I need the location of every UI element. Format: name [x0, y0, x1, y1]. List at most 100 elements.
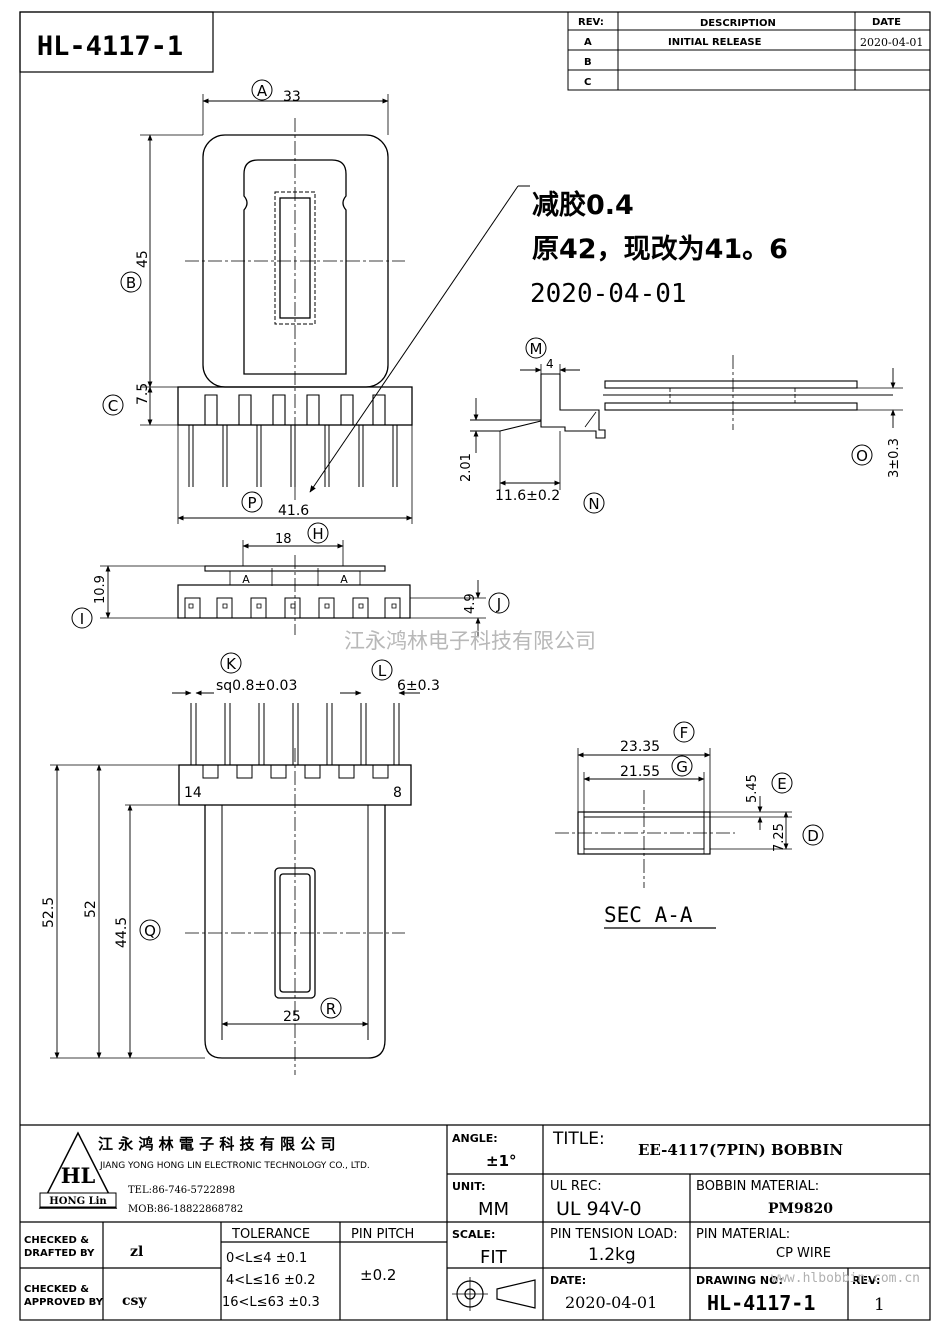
pin-tension-value: 1.2kg: [588, 1245, 636, 1265]
label-G: G: [676, 758, 688, 776]
note-line-1: 减胶0.4: [532, 189, 634, 221]
angle-label: ANGLE:: [452, 1132, 498, 1145]
section-mark-a-right: A: [340, 573, 348, 586]
date-label: DATE:: [550, 1274, 586, 1287]
unit-value: MM: [478, 1199, 509, 1220]
dim-M: 4 M: [520, 337, 580, 374]
pin-tension-label: PIN TENSION LOAD:: [550, 1227, 678, 1242]
rev-a: A: [584, 37, 592, 48]
dim-K: sq0.8±0.03 K: [172, 652, 297, 696]
drawing-no-label: DRAWING NO:: [696, 1274, 783, 1287]
label-J: J: [496, 595, 501, 613]
checked-drafted-label-1: CHECKED &: [24, 1235, 89, 1246]
date-value: 2020-04-01: [565, 1293, 657, 1312]
company-mob: MOB:86-18822868782: [128, 1204, 243, 1215]
dim-N: 11.6±0.2 N: [495, 480, 605, 514]
label-C: C: [108, 397, 118, 415]
label-K: K: [226, 655, 237, 673]
bottom-view-centerlines: [185, 748, 405, 1075]
logo-subtext: HONG Lin: [49, 1196, 107, 1207]
title-block: [20, 1124, 930, 1320]
bobbin-material-label: BOBBIN MATERIAL:: [696, 1179, 819, 1194]
pin-material-value: CP WIRE: [776, 1246, 831, 1261]
website-watermark: www.hlbobbin.com.cn: [771, 1271, 920, 1286]
label-A: A: [257, 82, 268, 100]
dim-A: 33 A: [202, 79, 389, 135]
dim-52-5-52-44-5: 52.5 52 44.5 Q: [41, 764, 205, 1059]
tolerance-row-2: 4<L≤16 ±0.2: [226, 1273, 316, 1288]
pin-14-label: 14: [184, 785, 202, 801]
drafted-by-value: zl: [130, 1244, 143, 1260]
note-line-3: 2020-04-01: [530, 279, 687, 309]
rev-label: REV:: [852, 1274, 880, 1287]
date-header: DATE: [872, 17, 901, 28]
dim-Q-value: 44.5: [114, 917, 130, 948]
dim-D-value: 7.25: [772, 823, 787, 852]
dim-R-value: 25: [283, 1009, 301, 1025]
dim-I: 10.9 I: [71, 565, 205, 629]
ul-rec-label: UL REC:: [550, 1179, 602, 1194]
logo-text: HL: [61, 1163, 96, 1188]
base-slots: [204, 394, 386, 425]
dim-P-value: 41.6: [278, 503, 309, 519]
label-O: O: [856, 447, 868, 465]
dim-G-value: 21.55: [620, 764, 660, 780]
angle-value: ±1°: [486, 1152, 517, 1170]
unit-label: UNIT:: [452, 1180, 486, 1193]
dim-F-G: 23.35 21.55 F G: [577, 721, 711, 782]
drawing-number-box: HL-4117-1: [19, 11, 214, 73]
rev-c: C: [584, 77, 591, 88]
dim-I-value: 10.9: [93, 575, 108, 604]
dim-R: 25 R: [221, 997, 369, 1027]
label-I: I: [80, 610, 84, 628]
dim-H: 18 H: [242, 522, 344, 566]
top-view-centerlines: [185, 118, 405, 500]
dim-P: 41.6 P: [177, 425, 413, 524]
dim-J-value: 4.9: [463, 593, 478, 614]
dim-F-value: 23.35: [620, 739, 660, 755]
core-window: [243, 159, 347, 375]
label-Q: Q: [144, 922, 156, 940]
checked-drafted-label-2: DRAFTED BY: [24, 1248, 95, 1259]
dim-A-value: 33: [283, 89, 301, 105]
rev-a-date: 2020-04-01: [860, 36, 923, 49]
scale-value: FIT: [480, 1247, 508, 1268]
label-E: E: [777, 775, 786, 793]
dim-H-value: 18: [275, 532, 292, 547]
approved-by-value: csy: [122, 1293, 147, 1309]
tolerance-row-3: 16<L≤63 ±0.3: [222, 1295, 320, 1310]
sheet-border: [19, 11, 931, 1321]
label-B: B: [126, 274, 136, 292]
dim-52-value: 52: [83, 900, 99, 918]
section-label: SEC A-A: [604, 903, 693, 927]
label-R: R: [326, 1000, 336, 1018]
pin-material-label: PIN MATERIAL:: [696, 1227, 790, 1242]
dim-M-value: 4: [546, 357, 554, 371]
dim-C-value: 7.5: [135, 383, 151, 405]
watermark-text: 江永鸿林电子科技有限公司: [344, 629, 596, 653]
rev-value: 1: [874, 1295, 885, 1315]
dim-2-01: 2.01: [459, 398, 479, 482]
projection-symbol-icon: [452, 1277, 536, 1311]
tolerance-label: TOLERANCE: [231, 1227, 310, 1242]
rev-b: B: [584, 57, 592, 68]
dim-52-5-value: 52.5: [41, 897, 57, 928]
dim-B-value: 45: [135, 250, 151, 268]
checked-approved-label-1: CHECKED &: [24, 1284, 89, 1295]
checked-approved-label-2: APPROVED BY: [24, 1297, 104, 1308]
scale-label: SCALE:: [452, 1228, 495, 1241]
pin-pitch-label: PIN PITCH: [351, 1227, 414, 1242]
pin-pitch-value: ±0.2: [360, 1266, 396, 1284]
dim-L-value: 6±0.3: [397, 678, 440, 694]
company-name-en: JIANG YONG HONG LIN ELECTRONIC TECHNOLOG…: [99, 1161, 370, 1171]
tolerance-row-1: 0<L≤4 ±0.1: [226, 1251, 307, 1266]
description-header: DESCRIPTION: [700, 18, 776, 29]
section-centerlines: [555, 790, 735, 888]
drawing-number-text: HL-4117-1: [37, 31, 183, 62]
dim-K-value: sq0.8±0.03: [216, 678, 297, 694]
label-D: D: [807, 827, 819, 845]
company-name-cn: 江 永 鸿 林 電 子 科 技 有 限 公 司: [98, 1135, 335, 1153]
side-view: [470, 373, 893, 490]
label-P: P: [247, 494, 256, 512]
